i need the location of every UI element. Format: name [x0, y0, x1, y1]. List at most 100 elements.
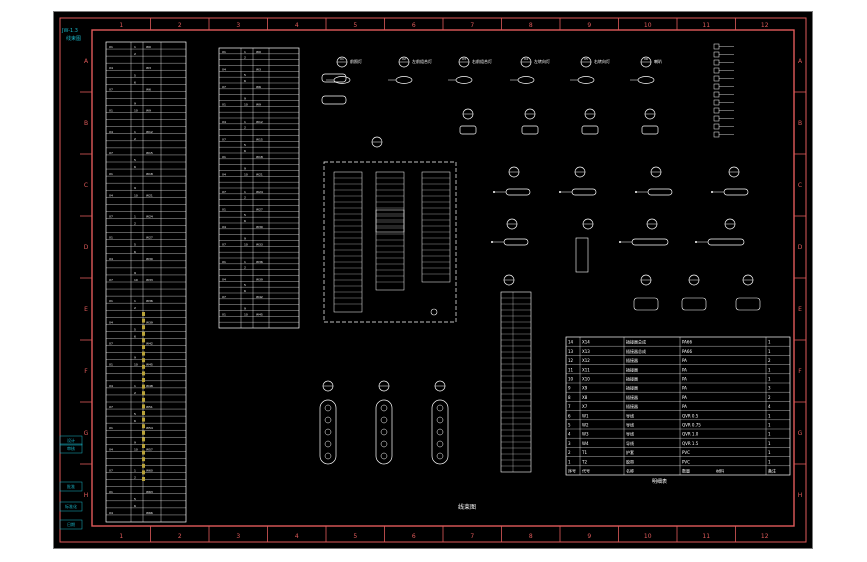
wire-pin: 2	[134, 391, 136, 395]
wire-code: X4	[222, 225, 226, 229]
column-label-bottom: 6	[412, 533, 416, 540]
socket-e	[633, 297, 659, 311]
bom-cell: 导线	[626, 412, 634, 418]
column-label-bottom: 7	[470, 533, 474, 540]
fuse-column	[421, 171, 451, 283]
stamp-label: 批准	[67, 483, 75, 489]
wire-pin: 1	[244, 260, 246, 264]
wire-pin: 2	[244, 266, 246, 270]
row-label-left: G	[84, 430, 89, 437]
accent-cell	[142, 477, 145, 481]
wire-code: X1	[109, 172, 113, 176]
accent-cell	[142, 463, 145, 468]
wire-id: W12	[146, 130, 153, 134]
accent-cell	[142, 345, 145, 349]
connector-tag: X6	[644, 57, 648, 61]
bom-cell: 2	[768, 395, 771, 400]
wire-pin: 2	[244, 56, 246, 60]
row-label-right: B	[798, 120, 802, 127]
connector-tag: X2	[402, 57, 406, 61]
row-label-right: H	[798, 492, 803, 499]
bom-cell: QVR 1.5	[682, 441, 699, 446]
wire-pin: 9	[134, 102, 136, 106]
stamp-label: 标准化	[65, 503, 77, 509]
wire-pin: 1	[134, 469, 136, 473]
wire-pin: 10	[134, 447, 138, 451]
bom-cell: 1	[768, 432, 771, 437]
stamp-label: 审核	[67, 445, 75, 451]
bom-cell: W4	[582, 441, 589, 446]
wire-id: W30	[256, 225, 263, 229]
wire-pin: 10	[244, 242, 248, 246]
bom-cell: 14	[568, 340, 574, 345]
bom-cell: T1	[581, 450, 587, 455]
wire-pin: 6	[134, 419, 136, 423]
wire-id: W18	[146, 172, 153, 176]
column-label-bottom: 2	[178, 533, 182, 540]
wire-pin: 1	[134, 214, 136, 218]
wire-id: W45	[146, 363, 153, 367]
wire-id: W39	[256, 277, 263, 281]
column-label-top: 12	[761, 22, 769, 29]
bom-cell: PVC	[682, 459, 690, 464]
wire-pin: 6	[244, 219, 246, 223]
bom-cell: 1	[768, 340, 771, 345]
socket-body	[581, 125, 599, 135]
vertical-plug-pin	[380, 404, 388, 412]
wire-pin: 9	[134, 271, 136, 275]
wire-pin: 9	[244, 97, 246, 101]
fuse-box-outline	[323, 161, 457, 323]
connector-label: 左转向灯	[534, 58, 550, 64]
bom-cell: 13	[568, 349, 574, 354]
bom-cell: PA	[682, 395, 687, 400]
vertical-plug-pin	[324, 416, 332, 424]
wire-code: X4	[109, 130, 113, 134]
row-label-right: C	[798, 182, 802, 189]
bom-cell: PA	[682, 367, 687, 372]
column-label-bottom: 8	[529, 533, 533, 540]
plug-c3	[635, 188, 673, 196]
bom-cell: 1	[768, 450, 771, 455]
wire-id: W30	[146, 257, 153, 261]
outer-border	[59, 17, 807, 543]
multi-pin-block	[575, 237, 589, 273]
bom-cell: 1	[768, 423, 771, 428]
mid-connector	[644, 108, 656, 120]
wire-pin: 6	[134, 504, 136, 508]
vertical-plug-pin	[380, 440, 388, 448]
accent-cell	[142, 378, 145, 382]
wire-code: X1	[222, 207, 226, 211]
bom-cell: 1	[768, 413, 771, 418]
row-label-left: H	[84, 492, 89, 499]
fuse-column	[333, 171, 363, 313]
accent-cell	[142, 457, 145, 462]
wire-code: X4	[109, 511, 113, 515]
bom-footer-cell: 材料	[716, 468, 724, 474]
accent-cell	[142, 470, 145, 475]
row-label-left: F	[84, 368, 88, 375]
wire-id: W6	[256, 85, 261, 89]
accent-cell	[142, 338, 145, 343]
stamp-label: 日期	[67, 521, 75, 527]
row-label-left: C	[84, 182, 88, 189]
wire-id: W9	[146, 109, 151, 113]
wire-id: W9	[256, 102, 261, 106]
column-label-top: 9	[587, 22, 591, 29]
plug-c4	[711, 188, 749, 196]
wire-pin: 6	[134, 250, 136, 254]
wire-code: X7	[222, 295, 226, 299]
plug-pin	[711, 191, 713, 193]
bom-cell: 插接器	[626, 376, 638, 382]
plug-pin	[559, 191, 561, 193]
wire-id: W0	[256, 50, 261, 54]
accent-cell	[142, 331, 145, 336]
bom-cell: 插接器	[626, 403, 638, 409]
wire-code: X1	[109, 45, 113, 49]
accent-cell	[142, 430, 145, 435]
bom-cell: PA	[682, 404, 687, 409]
wire-id: W3	[256, 67, 261, 71]
bom-cell: X13	[582, 349, 590, 354]
wire-id: W63	[146, 490, 153, 494]
bom-footer-cell: 备注	[768, 468, 776, 474]
bom-cell: 1	[768, 441, 771, 446]
